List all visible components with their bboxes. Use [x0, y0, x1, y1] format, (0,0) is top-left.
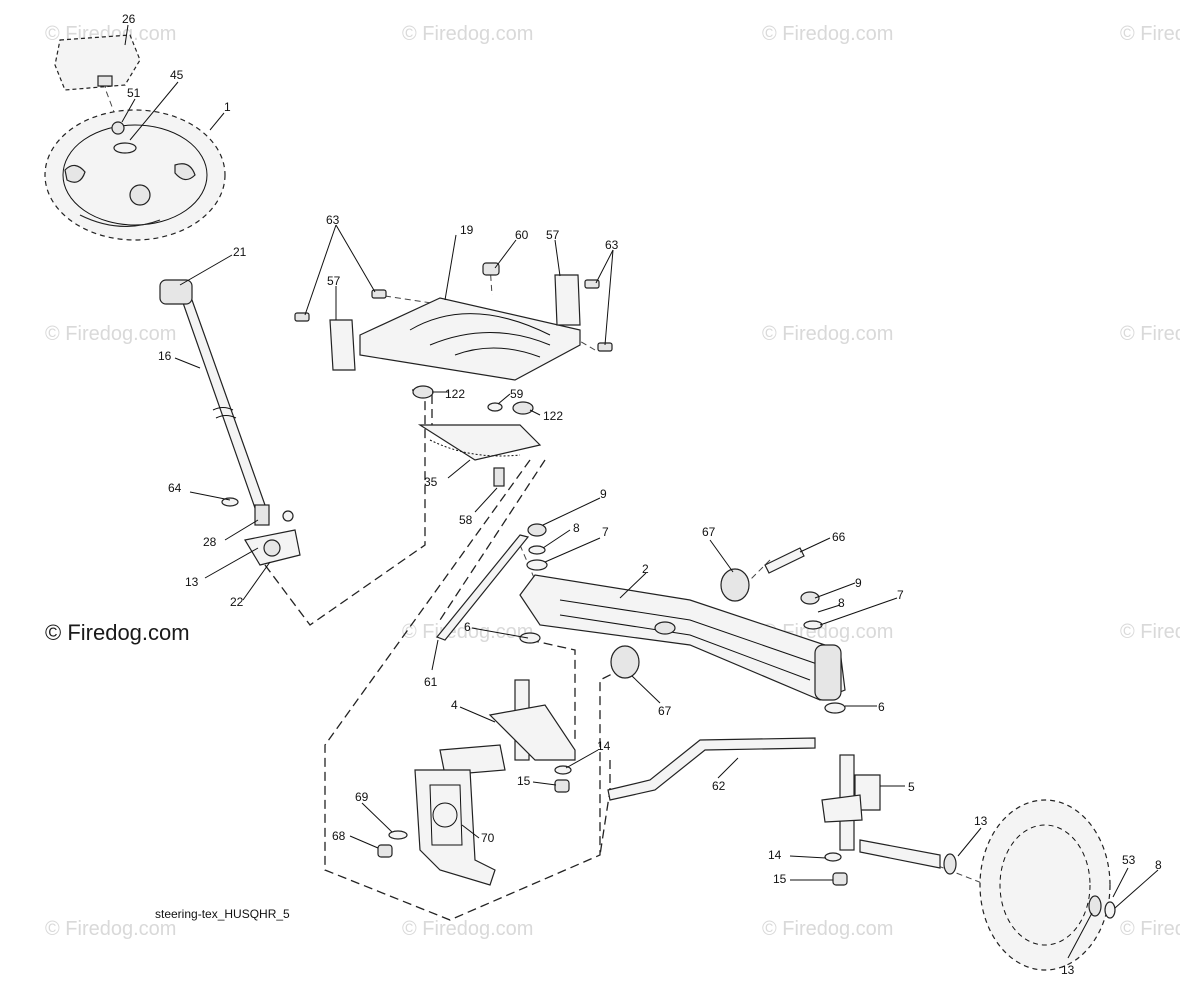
- callout-26: 26: [122, 12, 136, 26]
- washer-7b: [803, 620, 823, 630]
- callout-8: 8: [1155, 858, 1162, 872]
- callout-57: 57: [546, 228, 560, 242]
- callout-66: 66: [832, 530, 846, 544]
- callout-13: 13: [1061, 963, 1075, 977]
- callout-68: 68: [332, 829, 346, 843]
- callout-labels: 26 45 51 1 21 16 64 28 13 22 63 19 60 57…: [122, 12, 1162, 977]
- left-spindle: [439, 679, 576, 793]
- watermarks: © Firedog.com © Firedog.com © Firedog.co…: [45, 23, 1180, 940]
- watermark-main: © Firedog.com: [45, 620, 190, 645]
- callout-69: 69: [355, 790, 369, 804]
- washer-45: [113, 142, 137, 154]
- callout-9: 9: [855, 576, 862, 590]
- callout-70: 70: [481, 831, 495, 845]
- callout-1: 1: [224, 100, 231, 114]
- callout-64: 64: [168, 481, 182, 495]
- front-axle: [519, 574, 846, 701]
- callout-51: 51: [127, 86, 141, 100]
- callout-6: 6: [464, 620, 471, 634]
- callout-15: 15: [773, 872, 787, 886]
- callout-13: 13: [974, 814, 988, 828]
- watermark: © Firedog.com: [402, 621, 533, 643]
- callout-16: 16: [158, 349, 172, 363]
- callout-35: 35: [424, 475, 438, 489]
- callout-63: 63: [326, 213, 340, 227]
- callout-5: 5: [908, 780, 915, 794]
- steering-wheel: [44, 109, 226, 241]
- spacer-67: [610, 568, 750, 679]
- watermark: © Firedog.com: [1120, 918, 1180, 940]
- callout-6: 6: [878, 700, 885, 714]
- leader-lines: [121, 24, 1159, 959]
- callout-62: 62: [712, 779, 726, 793]
- steering-bracket-22: [221, 497, 301, 566]
- callout-15: 15: [517, 774, 531, 788]
- steering-shaft: [159, 279, 266, 509]
- callout-67: 67: [658, 704, 672, 718]
- watermark: © Firedog.com: [1120, 23, 1180, 45]
- washer-6a: [519, 632, 541, 644]
- cap-9a: [527, 523, 547, 537]
- steering-plate-bracket: [294, 262, 613, 381]
- nut-51: [111, 121, 125, 135]
- sector-gear: [412, 385, 542, 487]
- front-wheel: [943, 799, 1116, 971]
- callout-59: 59: [510, 387, 524, 401]
- callout-14: 14: [768, 848, 782, 862]
- callout-122: 122: [445, 387, 465, 401]
- callout-45: 45: [170, 68, 184, 82]
- callout-7: 7: [897, 588, 904, 602]
- callout-14: 14: [597, 739, 611, 753]
- callout-57: 57: [327, 274, 341, 288]
- callout-13: 13: [185, 575, 199, 589]
- drag-link: [436, 534, 530, 641]
- callout-8: 8: [573, 521, 580, 535]
- right-spindle: [821, 754, 941, 886]
- callout-7: 7: [602, 525, 609, 539]
- watermark: © Firedog.com: [1120, 621, 1180, 643]
- callout-63: 63: [605, 238, 619, 252]
- callout-61: 61: [424, 675, 438, 689]
- washer-7a: [526, 559, 548, 571]
- callout-2: 2: [642, 562, 649, 576]
- tie-rod: [607, 737, 816, 801]
- diagram-caption: steering-tex_HUSQHR_5: [155, 907, 290, 921]
- callout-28: 28: [203, 535, 217, 549]
- watermark: © Firedog.com: [402, 918, 533, 940]
- watermark: © Firedog.com: [45, 323, 176, 345]
- callout-60: 60: [515, 228, 529, 242]
- washer-8a: [528, 545, 546, 555]
- callout-19: 19: [460, 223, 474, 237]
- steering-wheel-cap: [54, 34, 141, 91]
- callout-9: 9: [600, 487, 607, 501]
- callout-21: 21: [233, 245, 247, 259]
- watermark: © Firedog.com: [762, 23, 893, 45]
- steering-plate: [377, 769, 496, 886]
- washer-6b: [824, 702, 846, 714]
- cap-9b: [800, 591, 820, 605]
- callout-53: 53: [1122, 853, 1136, 867]
- callout-22: 22: [230, 595, 244, 609]
- callout-4: 4: [451, 698, 458, 712]
- watermark: © Firedog.com: [762, 918, 893, 940]
- watermark: © Firedog.com: [402, 23, 533, 45]
- watermark: © Firedog.com: [45, 918, 176, 940]
- callout-67: 67: [702, 525, 716, 539]
- callout-122: 122: [543, 409, 563, 423]
- watermark: © Firedog.com: [1120, 323, 1180, 345]
- pivot-bolt-66: [764, 547, 805, 574]
- callout-58: 58: [459, 513, 473, 527]
- callout-8: 8: [838, 596, 845, 610]
- watermark: © Firedog.com: [762, 323, 893, 345]
